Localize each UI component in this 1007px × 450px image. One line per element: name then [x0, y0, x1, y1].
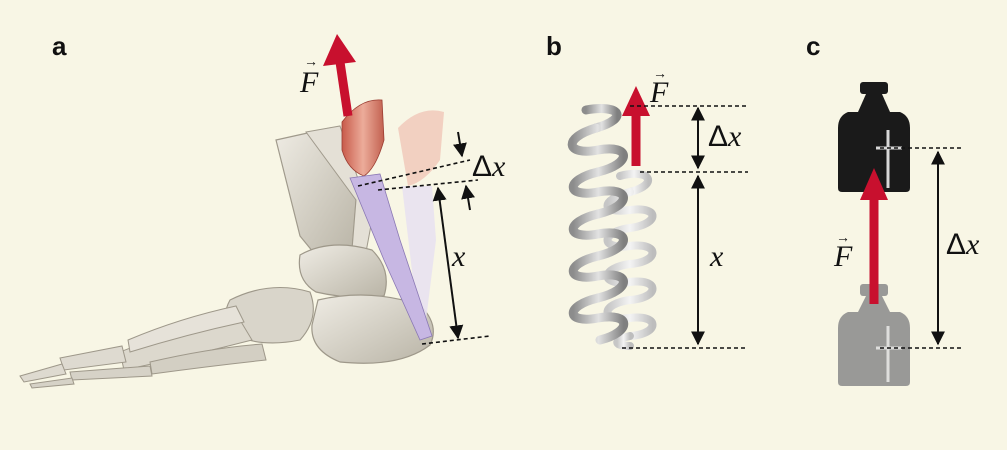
weight-lifted-illustration [838, 82, 910, 192]
length-x-arrow-a [432, 186, 464, 340]
calf-muscle-illustration [341, 99, 444, 341]
force-arrow-a [323, 34, 356, 117]
force-vector-arrow-glyph-b: → [653, 65, 667, 81]
force-arrow-b [622, 86, 650, 166]
panel-a: a [19, 31, 506, 389]
delta-x-bottom-line-a [377, 179, 479, 191]
panel-b: b → F [546, 31, 748, 350]
force-vector-arrow-glyph: → [304, 53, 318, 69]
foot-skeleton-illustration [19, 125, 434, 389]
delta-x-label-b: Δx [708, 120, 742, 153]
delta-x-label-c: Δx [946, 228, 980, 261]
force-arrow-c [860, 168, 888, 304]
length-x-label-a: x [451, 240, 466, 273]
force-label-c: F [833, 240, 853, 273]
delta-x-arrow-down-a [453, 131, 467, 158]
force-vector-arrow-glyph-c: → [836, 229, 850, 245]
delta-x-top-line-a [357, 159, 471, 187]
panel-c: c → F Δx [806, 31, 980, 386]
length-x-bottom-line-a [421, 335, 491, 345]
delta-x-arrow-up-a [461, 184, 475, 211]
panel-b-label: b [546, 31, 562, 61]
panel-c-label: c [806, 31, 820, 61]
delta-x-label-a: Δx [472, 150, 506, 183]
length-x-label-b: x [709, 240, 724, 273]
force-label-a: F [299, 66, 319, 99]
force-label-b: F [649, 76, 669, 109]
panel-a-label: a [52, 31, 67, 61]
spring-stretched-illustration [567, 104, 629, 345]
